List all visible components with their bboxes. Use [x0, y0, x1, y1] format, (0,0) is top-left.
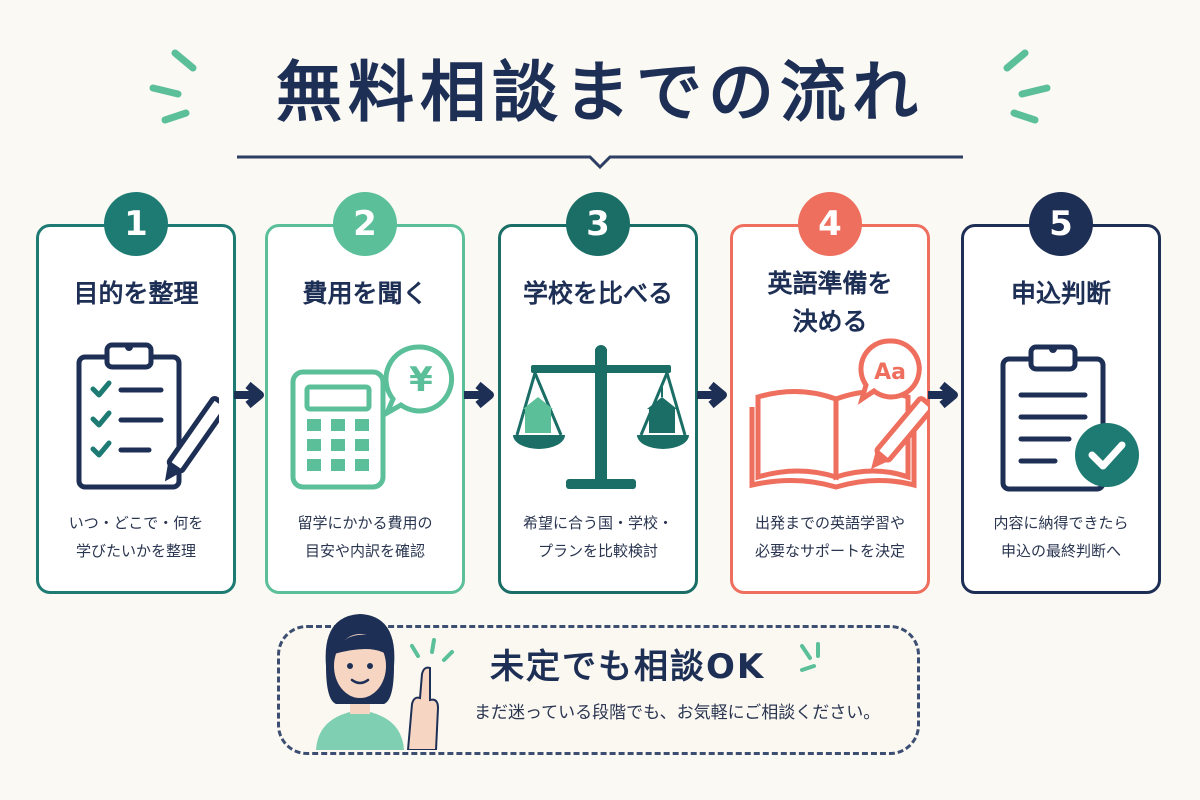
arrow-right-icon — [697, 381, 727, 409]
yen-icon: ¥ — [409, 360, 433, 400]
step-card-5: 申込判断 内容に納得できたら 申込の最終判断へ — [961, 224, 1161, 594]
balance-scale-icon — [513, 345, 689, 489]
page-title: 無料相談までの流れ — [276, 54, 924, 131]
step-description: 希望に合う国・学校・ プランを比較検討 — [522, 514, 673, 560]
arrow-right-icon — [234, 381, 264, 409]
title-decoration — [149, 49, 1051, 170]
step-description: 留学にかかる費用の 目安や内訳を確認 — [297, 514, 433, 560]
note-title: 未定でも相談OK — [490, 647, 766, 687]
clipboard-checklist-icon — [76, 342, 219, 490]
step-number-badge: 3 — [566, 192, 630, 256]
arrow-right-icon — [464, 381, 494, 409]
step-title: 申込判断 — [1010, 279, 1111, 308]
sparkle-icon — [800, 642, 820, 672]
school-building-icon — [523, 397, 553, 433]
school-building-icon — [647, 387, 677, 433]
note-subtitle: まだ迷っている段階でも、お気軽にご相談ください。 — [474, 703, 881, 723]
speech-bubble — [381, 344, 455, 419]
right-sparkle-icon — [1003, 49, 1051, 124]
step-title: 目的を整理 — [73, 279, 199, 308]
left-sparkle-icon — [149, 49, 197, 124]
step-card-3: 学校を比べる 希望に合う国・学校・ プランを比較検討 — [498, 224, 698, 594]
step-number-badge: 2 — [333, 192, 397, 256]
step-number-badge: 5 — [1029, 192, 1093, 256]
step-card-2: 費用を聞く ¥ 留学にかかる費用の 目安や内訳を確認 — [265, 224, 465, 594]
person-pointing-icon — [316, 614, 454, 750]
language-badge: Aa — [874, 360, 906, 385]
calculator-yen-icon: ¥ — [290, 344, 455, 490]
step-number-badge: 1 — [104, 192, 168, 256]
step-description: 内容に納得できたら 申込の最終判断へ — [993, 514, 1129, 560]
step-description: 出発までの英語学習や 必要なサポートを決定 — [754, 514, 905, 560]
step-title: 費用を聞く — [302, 279, 428, 308]
step-title: 英語準備を 決める — [767, 269, 893, 336]
step-title: 学校を比べる — [522, 279, 673, 308]
step-card-4: 英語準備を 決める Aa 出発までの英語学習や 必要なサポートを決定 — [730, 224, 930, 594]
step-number-badge: 4 — [798, 192, 862, 256]
title-underline — [237, 155, 963, 170]
step-card-1: 目的を整理 いつ・どこで・何を 学びたいかを整理 — [36, 224, 236, 594]
step-description: いつ・どこで・何を 学びたいかを整理 — [68, 514, 204, 560]
clipboard-check-icon — [1000, 344, 1139, 492]
speech-bubble — [857, 338, 922, 405]
open-book-pencil-icon: Aa — [749, 338, 928, 490]
arrow-right-icon — [928, 381, 958, 409]
